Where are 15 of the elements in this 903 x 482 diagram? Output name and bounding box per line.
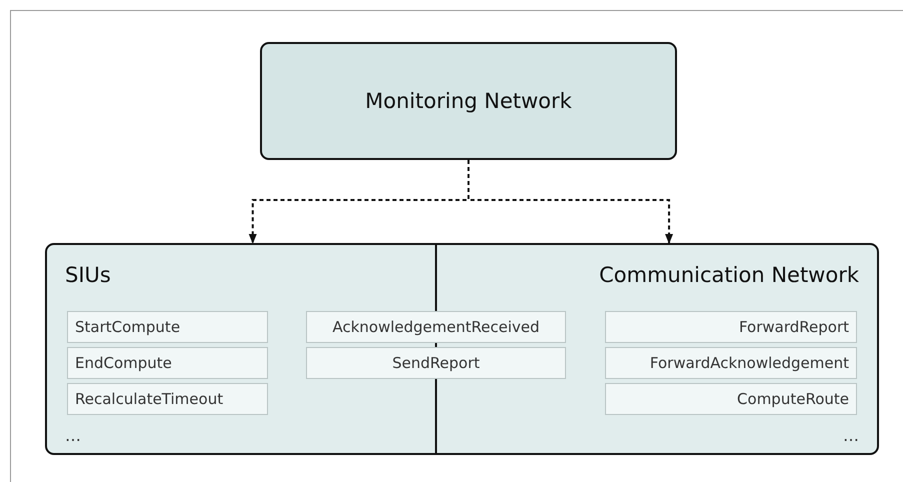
- ellipsis-text: …: [843, 426, 859, 445]
- operation-box: ForwardReport: [605, 311, 857, 343]
- region-heading: SIUs: [65, 263, 111, 287]
- operation-box: RecalculateTimeout: [67, 383, 268, 415]
- region-heading: Communication Network: [599, 263, 859, 287]
- operation-box: ForwardAcknowledgement: [605, 347, 857, 379]
- operation-box: ComputeRoute: [605, 383, 857, 415]
- operation-box: EndCompute: [67, 347, 268, 379]
- operation-box: SendReport: [306, 347, 566, 379]
- operation-box: AcknowledgementReceived: [306, 311, 566, 343]
- ellipsis-text: …: [65, 426, 81, 445]
- process-box: Monitoring Network: [260, 42, 677, 160]
- container-box: [45, 243, 879, 455]
- operation-box: StartCompute: [67, 311, 268, 343]
- dashed-arrow: [468, 160, 674, 244]
